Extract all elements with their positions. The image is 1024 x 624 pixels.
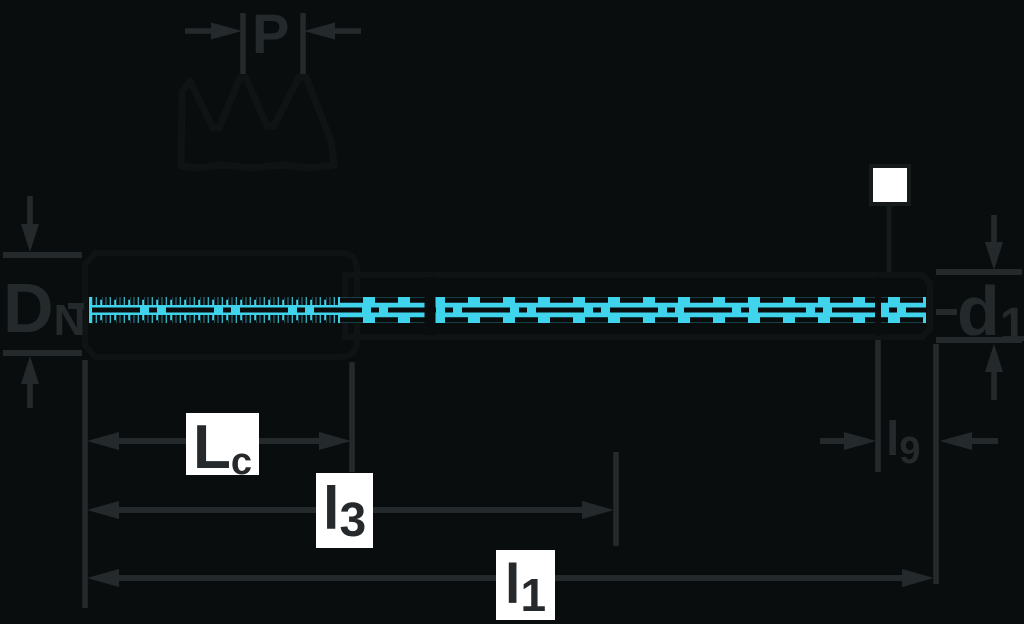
pitch-arrowhead-left <box>211 22 242 40</box>
pitch-arrowhead-right <box>304 22 335 40</box>
lc-arrowhead-left <box>87 432 119 450</box>
thread-section <box>82 250 360 360</box>
dimension-l3 <box>87 501 614 519</box>
coolant-bore-dashed-lines <box>340 297 926 323</box>
l3-arrowhead-left <box>87 501 119 519</box>
dimension-l9 <box>820 432 998 450</box>
dim-label-d1-text: d <box>957 272 1000 350</box>
thread-teeth-bottom <box>92 315 338 337</box>
square-end-marker <box>869 164 911 206</box>
shank-section <box>342 272 933 340</box>
dn-arrowhead-top <box>21 224 39 252</box>
square-end-callout <box>869 164 911 272</box>
tap-body <box>82 250 933 360</box>
dimension-l1 <box>87 569 934 587</box>
dim-label-l1-text: l <box>504 552 521 615</box>
pitch-extension-lines <box>240 13 306 74</box>
dim-label-lc-text: L <box>192 413 231 482</box>
dn-arrowhead-bottom <box>21 356 39 384</box>
dimension-dn <box>3 196 84 408</box>
d1-arrowhead-top <box>985 242 1003 270</box>
d1-extension-lines <box>936 269 1022 343</box>
dim-label-l3-text: l <box>322 475 340 542</box>
d1-arrowhead-bottom <box>985 344 1003 372</box>
dim-label-l9-text: l <box>886 413 900 466</box>
l9-arrowhead-right <box>940 432 972 450</box>
thread-profile-shape <box>177 73 338 172</box>
dn-extension-lines <box>3 252 82 356</box>
lc-arrowhead-right <box>319 432 351 450</box>
thread-profile-symbol <box>177 73 338 172</box>
l9-arrowhead-left <box>844 432 876 450</box>
l3-arrowhead-right <box>582 501 614 519</box>
l1-arrowhead-left <box>87 569 119 587</box>
dimension-pitch <box>185 13 361 74</box>
dim-label-dn-text: D <box>3 269 54 347</box>
l1-arrowhead-right <box>902 569 934 587</box>
dim-label-pitch: P <box>252 6 289 62</box>
length-extension-lines <box>82 340 939 608</box>
thread-teeth-top <box>92 283 338 305</box>
dimension-lc <box>87 432 351 450</box>
dim-label-pitch-text: P <box>252 2 290 65</box>
dimension-d1 <box>936 215 1022 400</box>
